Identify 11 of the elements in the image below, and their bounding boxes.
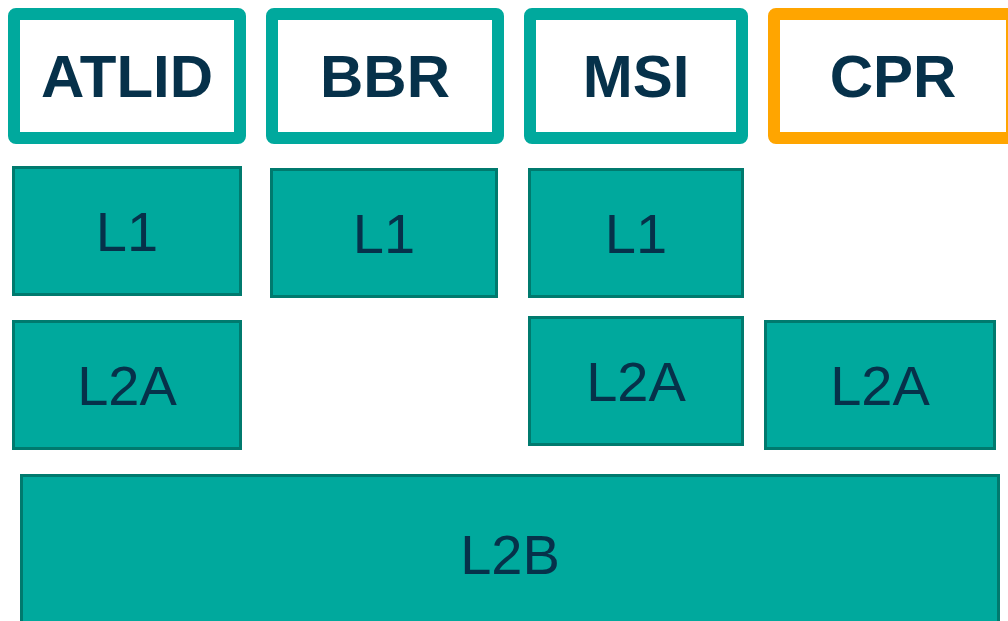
level-box: L1	[12, 166, 242, 296]
instrument-box: CPR	[768, 8, 1008, 144]
instrument-box: MSI	[524, 8, 748, 144]
level-box: L1	[270, 168, 498, 298]
instrument-box: ATLID	[8, 8, 246, 144]
instrument-box: BBR	[266, 8, 504, 144]
level-box: L2A	[528, 316, 744, 446]
level-box: L2A	[764, 320, 996, 450]
level-box: L2A	[12, 320, 242, 450]
level-box: L1	[528, 168, 744, 298]
level-box: L2B	[20, 474, 1000, 621]
